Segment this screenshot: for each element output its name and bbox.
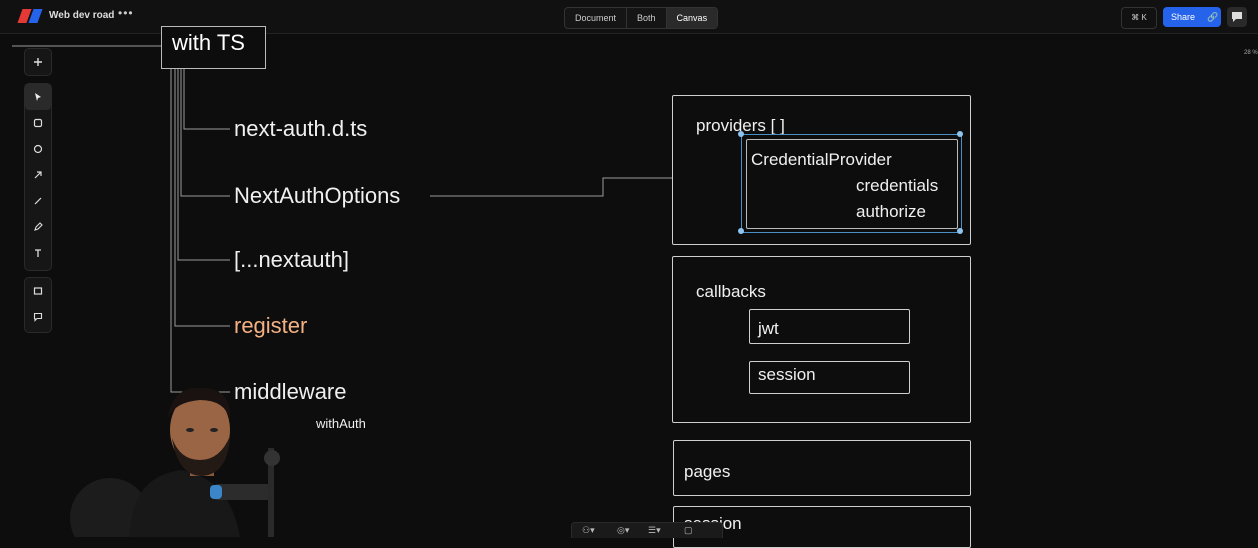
command-shortcut-button[interactable]: ⌘ K [1121, 7, 1157, 29]
chat-icon [1232, 12, 1242, 22]
comment-small-icon[interactable]: ▢ [684, 525, 693, 535]
credentials-label: credentials [856, 176, 939, 195]
drawing-toolbar [24, 83, 52, 271]
ellipse-icon[interactable] [25, 136, 51, 162]
zoom-level[interactable]: 28 % [1244, 50, 1258, 56]
bottom-toolbar: ⚇▾ ◎▾ ☰▾ ▢ [571, 522, 723, 538]
session-box[interactable] [749, 361, 910, 394]
resize-handle-ne[interactable] [957, 131, 963, 137]
add-icon[interactable] [25, 49, 51, 75]
resize-handle-se[interactable] [957, 228, 963, 234]
pages-title[interactable]: pages [684, 462, 731, 481]
branch-next-auth-dts[interactable]: next-auth.d.ts [234, 116, 368, 141]
style-icon[interactable]: ◎▾ [617, 525, 630, 535]
mindmap-root[interactable]: with TS [161, 26, 266, 69]
view-option-canvas[interactable]: Canvas [666, 8, 718, 28]
branch-nextauth-route[interactable]: [...nextauth] [234, 247, 349, 272]
share-button[interactable]: Share 🔗 [1163, 7, 1221, 27]
view-toggle: Document Both Canvas [564, 7, 719, 29]
text-icon[interactable] [25, 240, 51, 266]
credential-provider-label: CredentialProvider [751, 150, 892, 169]
pages-panel[interactable] [673, 440, 971, 496]
share-label: Share [1171, 12, 1196, 22]
mindmap-root-label: with TS [172, 30, 245, 55]
selection-outline [741, 134, 962, 233]
callbacks-panel[interactable] [672, 256, 971, 423]
pencil-icon[interactable] [25, 214, 51, 240]
view-option-document[interactable]: Document [565, 8, 628, 28]
align-icon[interactable]: ⚇▾ [582, 525, 595, 535]
comments-button[interactable] [1227, 7, 1247, 27]
resize-handle-nw[interactable] [738, 131, 744, 137]
view-option-both[interactable]: Both [627, 8, 667, 28]
arrow-icon[interactable] [25, 162, 51, 188]
frame-toolbar [24, 277, 52, 333]
comment-icon[interactable] [25, 304, 51, 330]
credential-provider-box[interactable] [746, 139, 958, 229]
link-icon: 🔗 [1207, 12, 1219, 22]
presenter-webcam [60, 378, 310, 537]
jwt-label: jwt [758, 319, 779, 338]
providers-title[interactable]: providers [ ] [696, 116, 785, 135]
document-title[interactable]: Web dev road [49, 10, 115, 21]
branch-middleware[interactable]: middleware [234, 379, 347, 404]
rectangle-icon[interactable] [25, 110, 51, 136]
authorize-label: authorize [856, 202, 926, 221]
select-cursor-icon[interactable] [25, 84, 51, 110]
add-toolbar [24, 48, 52, 76]
jwt-box[interactable] [749, 309, 910, 344]
session-label: session [758, 365, 816, 384]
callbacks-title[interactable]: callbacks [696, 282, 766, 301]
branch-nextauthoptions[interactable]: NextAuthOptions [234, 183, 401, 208]
ellipsis-icon[interactable]: ••• [118, 6, 134, 20]
line-icon[interactable] [25, 188, 51, 214]
frame-icon[interactable] [25, 278, 51, 304]
providers-panel[interactable] [672, 95, 971, 245]
resize-handle-sw[interactable] [738, 228, 744, 234]
branch-register[interactable]: register [234, 313, 308, 338]
layout-icon[interactable]: ☰▾ [648, 525, 661, 535]
middleware-sub-withauth[interactable]: withAuth [316, 416, 366, 431]
